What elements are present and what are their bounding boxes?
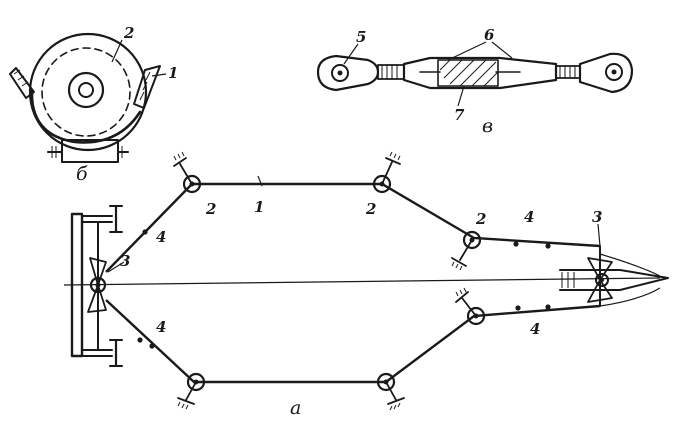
pulley-lower-right <box>455 287 486 326</box>
label-flange: 1 <box>168 64 178 82</box>
label-view-b: б <box>76 163 88 185</box>
pulley-top-left <box>173 151 202 194</box>
label-cable-top: 1 <box>254 198 264 216</box>
label-rod-lower: 4 <box>530 320 540 338</box>
label-view-v: в <box>482 115 493 137</box>
pulley-bottom-right <box>376 372 405 411</box>
label-body: 7 <box>454 106 465 124</box>
drum-hub <box>67 71 105 109</box>
cable-lower <box>105 299 601 384</box>
label-pulley-tr: 2 <box>365 200 376 218</box>
pulley-bottom-left <box>177 372 206 410</box>
label-pulley-tl: 2 <box>205 200 216 218</box>
label-rudder: 3 <box>592 208 602 226</box>
pulley-upper-right <box>451 230 482 271</box>
label-pulley-ur: 2 <box>475 210 486 228</box>
control-wheel-frame <box>70 204 123 368</box>
label-fork: 5 <box>356 28 366 46</box>
rudder-assembly <box>559 245 669 307</box>
label-rod-left-upper: 4 <box>156 228 166 246</box>
cable-upper <box>105 182 601 273</box>
centerline <box>63 277 661 286</box>
drum-outer-circle <box>28 32 148 152</box>
drum-left-plate <box>9 67 35 99</box>
label-drum: 2 <box>123 24 134 42</box>
label-rod-left-lower: 4 <box>156 318 166 336</box>
pulley-top-right <box>372 151 401 194</box>
drum-hub-center <box>78 82 94 98</box>
left-fork <box>316 54 380 92</box>
detail-v-turnbuckle: 5 6 7 в <box>316 26 634 137</box>
right-fork <box>578 52 634 94</box>
drum-dashed-circle <box>41 47 131 137</box>
drum-right-plate <box>133 65 161 109</box>
drum-cable-wrap <box>30 88 142 144</box>
label-rod-upper: 4 <box>524 208 534 226</box>
main-view-a: 1 2 2 2 4 4 4 4 3 3 а <box>63 151 669 419</box>
wheel-blades <box>87 257 107 313</box>
detail-b-drum: 2 1 б <box>9 24 178 185</box>
turnbuckle-body <box>402 56 558 90</box>
label-wheel-left: 3 <box>120 252 130 270</box>
label-view-a: а <box>290 397 301 419</box>
label-sleeves: 6 <box>484 26 495 44</box>
